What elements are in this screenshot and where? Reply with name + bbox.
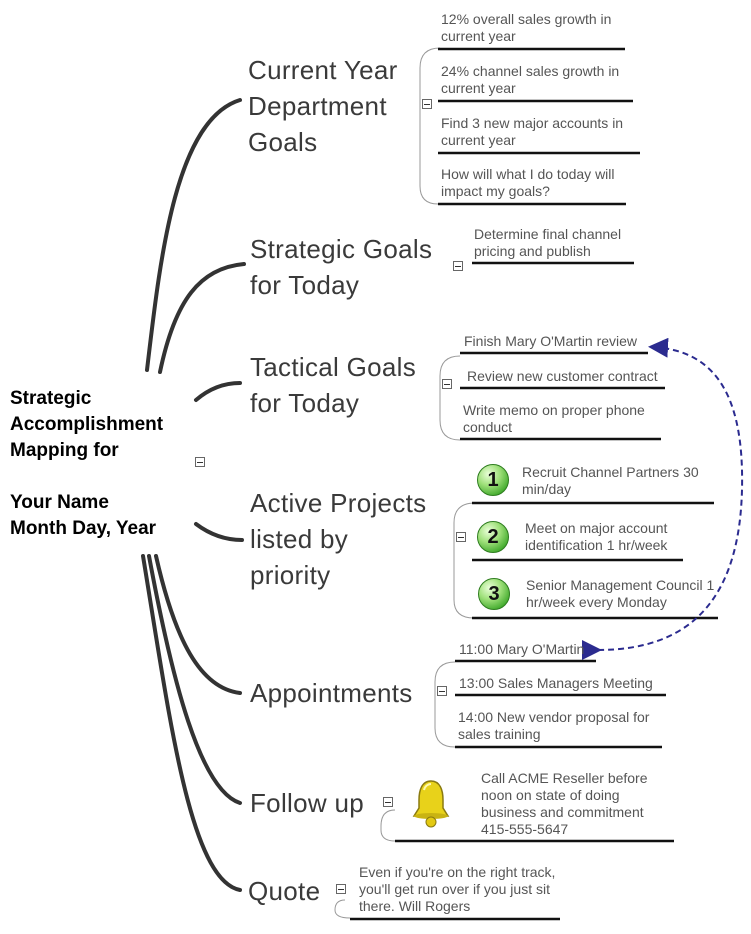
branch-quote[interactable]: Quote (248, 876, 321, 906)
topic-item[interactable]: Finish Mary O'Martin review (464, 333, 638, 349)
appointment-item[interactable]: 14:00 New vendor proposal for sales trai… (458, 709, 650, 742)
branch-strategic-goals[interactable]: Strategic Goals for Today (250, 234, 433, 300)
collapse-toggle-current-year[interactable] (422, 99, 432, 109)
topic-item[interactable]: 24% channel sales growth in current year (441, 63, 620, 96)
bracket-quote (334, 899, 351, 919)
bell-icon (412, 780, 450, 828)
collapse-toggle-root[interactable] (195, 457, 205, 467)
branch-line-strategic (158, 262, 246, 374)
topic-item[interactable]: Write memo on proper phone conduct (463, 402, 645, 435)
branch-appointments[interactable]: Appointments (250, 678, 413, 708)
quote-item[interactable]: Even if you're on the right track, you'l… (359, 864, 556, 914)
link-arrow (581, 337, 744, 661)
bracket-appointments (434, 661, 456, 748)
collapse-toggle-strategic[interactable] (453, 261, 463, 271)
project-item[interactable]: Recruit Channel Partners 30 min/day (522, 464, 699, 497)
bracket-follow-up (380, 809, 396, 842)
topic-item[interactable]: Find 3 new major accounts in current yea… (441, 115, 624, 148)
priority-1-icon: 1 (477, 464, 509, 496)
collapse-toggle-quote[interactable] (336, 884, 346, 894)
collapse-toggle-projects[interactable] (456, 532, 466, 542)
branch-line-follow-up (147, 554, 242, 805)
project-item[interactable]: Meet on major account identification 1 h… (525, 520, 668, 553)
priority-3-icon: 3 (478, 578, 510, 610)
bracket-tactical (439, 355, 461, 441)
branch-follow-up[interactable]: Follow up (250, 788, 364, 818)
branch-current-year-goals[interactable]: Current Year Department Goals (248, 55, 398, 157)
priority-2-icon: 2 (477, 521, 509, 553)
branch-line-current-year (145, 98, 242, 372)
bracket-projects (453, 502, 476, 619)
branch-line-projects (194, 522, 244, 542)
branch-line-tactical (194, 381, 242, 402)
topic-item[interactable]: 12% overall sales growth in current year (441, 11, 612, 44)
collapse-toggle-follow-up[interactable] (383, 797, 393, 807)
appointment-item[interactable]: 11:00 Mary O'Martin (459, 641, 585, 657)
branch-line-quote (141, 554, 242, 892)
collapse-toggle-tactical[interactable] (442, 379, 452, 389)
branch-tactical-goals[interactable]: Tactical Goals for Today (250, 352, 417, 418)
project-item[interactable]: Senior Management Council 1 hr/week ever… (526, 577, 715, 610)
central-topic[interactable]: Strategic Accomplishment Mapping for You… (10, 388, 164, 539)
branch-line-appointments (154, 554, 242, 695)
topic-item[interactable]: Determine final channel pricing and publ… (474, 226, 622, 259)
bracket-current-year (419, 47, 441, 205)
follow-up-item[interactable]: Call ACME Reseller before noon on state … (481, 770, 648, 837)
branch-active-projects[interactable]: Active Projects listed by priority (250, 488, 427, 590)
appointment-item[interactable]: 13:00 Sales Managers Meeting (459, 675, 653, 691)
topic-item[interactable]: Review new customer contract (467, 368, 658, 384)
topic-item[interactable]: How will what I do today will impact my … (441, 166, 615, 199)
collapse-toggle-appointments[interactable] (437, 686, 447, 696)
